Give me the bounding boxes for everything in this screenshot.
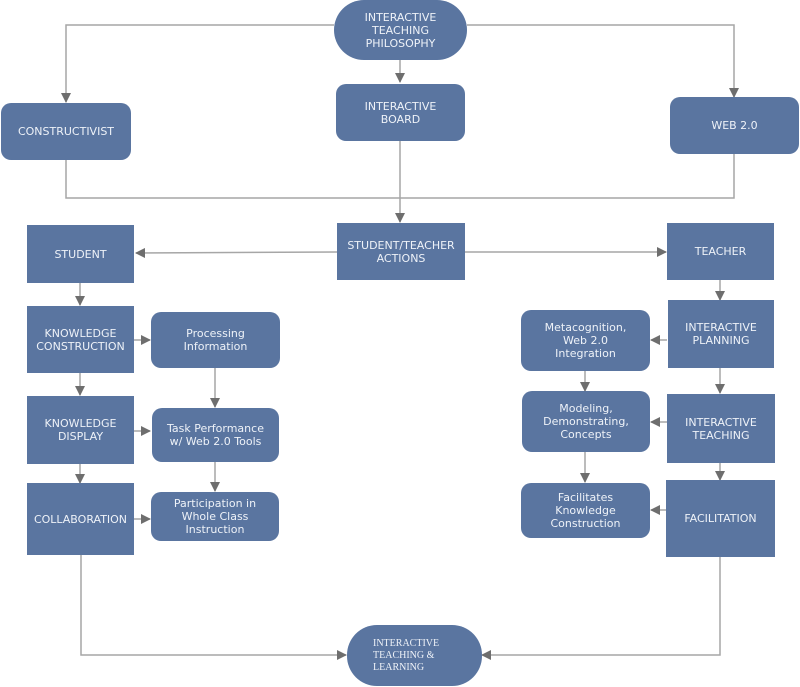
edge-actions-student (135, 247, 338, 258)
node-web-2-0: WEB 2.0 (670, 97, 799, 154)
node-facilitates-knowledge-construction: Facilitates Knowledge Construction (521, 483, 650, 538)
node-interactive-teaching-learning: INTERACTIVE TEACHING & LEARNING (347, 625, 482, 686)
node-facilitation: FACILITATION (666, 480, 775, 557)
node-student: STUDENT (27, 225, 134, 283)
node-knowledge-display: KNOWLEDGE DISPLAY (27, 396, 134, 464)
edge-philosophy-web20 (467, 24, 739, 98)
node-knowledge-construction: KNOWLEDGE CONSTRUCTION (27, 306, 134, 373)
node-student-teacher-actions: STUDENT/TEACHER ACTIONS (337, 223, 465, 280)
edge-facilitation-outcome (481, 557, 721, 660)
node-interactive-teaching-philosophy: INTERACTIVE TEACHING PHILOSOPHY (334, 0, 467, 60)
node-processing-information: Processing Information (151, 312, 280, 368)
node-modeling-demonstrating: Modeling, Demonstrating, Concepts (522, 391, 650, 452)
node-teacher: TEACHER (667, 223, 774, 280)
node-interactive-board: INTERACTIVE BOARD (336, 84, 465, 141)
edge-collab-outcome (80, 555, 347, 660)
node-constructivist: CONSTRUCTIVIST (1, 103, 131, 160)
edge-constructivist-merge (65, 160, 400, 199)
edge-philosophy-constructivist (61, 24, 334, 103)
node-interactive-planning: INTERACTIVE PLANNING (668, 300, 774, 368)
node-interactive-teaching: INTERACTIVE TEACHING (667, 394, 775, 463)
node-participation: Participation in Whole Class Instruction (151, 492, 279, 541)
node-task-performance: Task Performance w/ Web 2.0 Tools (152, 408, 279, 462)
node-metacognition: Metacognition, Web 2.0 Integration (521, 310, 650, 371)
edge-web20-merge (400, 154, 735, 199)
node-collaboration: COLLABORATION (27, 483, 134, 555)
